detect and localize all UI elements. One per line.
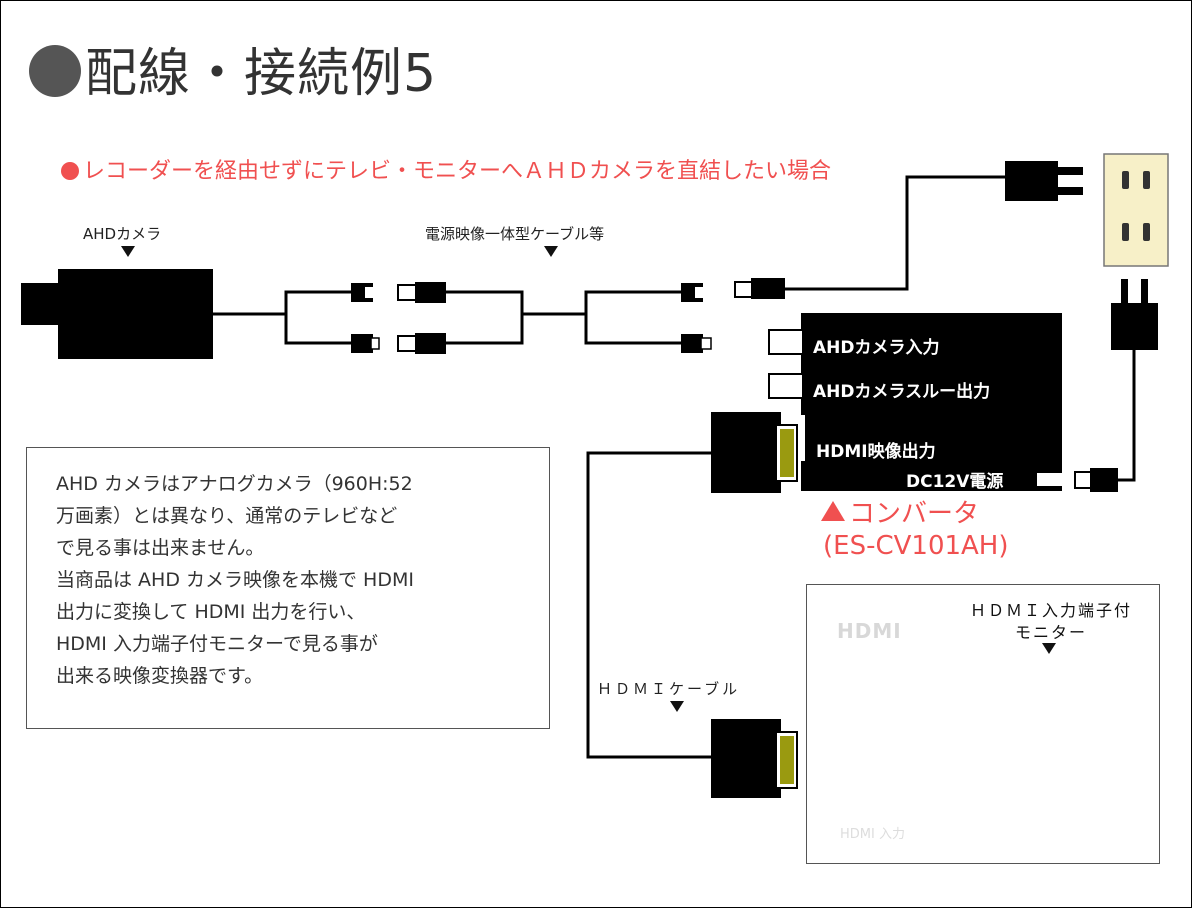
- subtitle-bullet-icon: [61, 162, 79, 180]
- wall-outlet: [1103, 153, 1169, 267]
- camera-arrow-icon: [121, 246, 135, 257]
- description-line: で見る事は出来ません。: [56, 537, 265, 559]
- converter-name: コンバータ: [821, 499, 979, 529]
- page-title: 配線・接続例5: [29, 31, 437, 106]
- converter-port-ahd-input: AHDカメラ入力: [813, 338, 940, 358]
- hdmi-cable-label: ＨＤＭＩケーブル: [597, 680, 741, 698]
- description-line: 万画素）とは異なり、通常のテレビなど: [56, 505, 398, 527]
- monitor-box: [806, 584, 1160, 864]
- converter-triangle-icon: [821, 501, 845, 521]
- subtitle: レコーダーを経由せずにテレビ・モニターへＡＨＤカメラを直結したい場合: [61, 153, 831, 185]
- title-bullet-icon: [29, 45, 81, 97]
- hdmi-input-label: HDMI 入力: [840, 827, 905, 842]
- cable-arrow-icon: [544, 246, 558, 257]
- monitor-label-line2: モニター: [1014, 623, 1087, 642]
- power-adapter: [1111, 279, 1158, 350]
- description-box: [26, 447, 550, 729]
- description-line: 当商品は AHD カメラ映像を本機で HDMI: [56, 569, 414, 591]
- camera-label: AHDカメラ: [83, 225, 162, 243]
- cable-connectors-left: [351, 282, 446, 354]
- wires: [213, 175, 1136, 759]
- description-line: 出来る映像変換器です。: [56, 665, 264, 687]
- cable-label: 電源映像一体型ケーブル等: [425, 225, 605, 243]
- converter-model: (ES-CV101AH): [823, 531, 1009, 561]
- hdmi-cable-arrow-icon: [670, 701, 684, 712]
- hdmi-logo: HDMI: [837, 619, 902, 643]
- hdmi-connector-top: [711, 412, 798, 493]
- monitor-label-line1: ＨＤＭＩ入力端子付: [969, 601, 1132, 620]
- converter-port-ahd-through: AHDカメラスルー出力: [813, 382, 991, 402]
- description-line: 出力に変換して HDMI 出力を行い、: [56, 601, 366, 623]
- converter-power-label: DC12V電源: [906, 472, 1004, 492]
- description-line: HDMI 入力端子付モニターで見る事が: [56, 633, 378, 655]
- power-plug-top: [1005, 161, 1083, 201]
- hdmi-connector-bottom: [711, 719, 798, 798]
- converter-unit: [768, 313, 1118, 492]
- converter-port-hdmi-output: HDMI映像出力: [816, 442, 936, 462]
- ahd-camera: [21, 269, 213, 359]
- description-line: AHD カメラはアナログカメラ（960H:52: [56, 473, 413, 495]
- cable-connectors-right: [681, 278, 785, 353]
- monitor-arrow-icon: [1042, 643, 1056, 654]
